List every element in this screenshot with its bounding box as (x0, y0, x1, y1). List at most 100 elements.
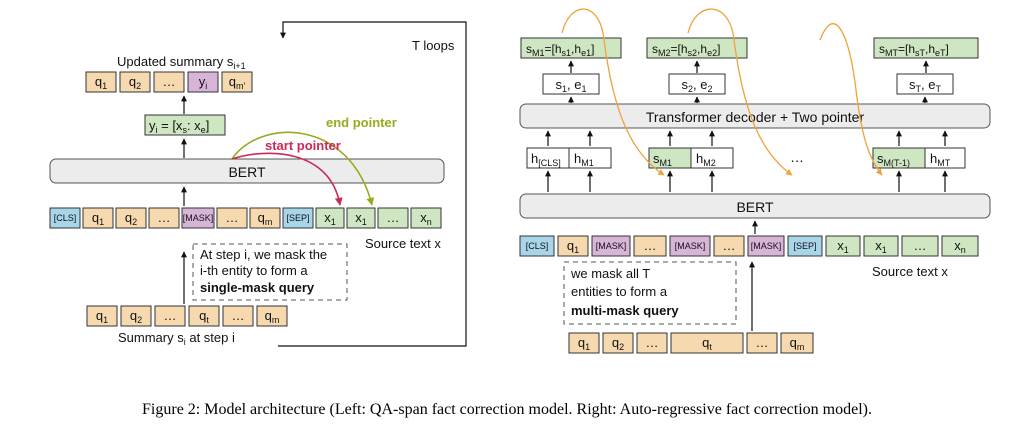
output-label: sM2=[hs2,he2] (652, 42, 720, 58)
token-box (602, 332, 634, 354)
updated-summary-label: Updated summary si+1 (117, 54, 246, 71)
hidden-label-b: hM1 (574, 151, 594, 168)
token-box (120, 305, 152, 327)
hidden-label-a: sM(T-1) (877, 151, 910, 168)
pair-2: sT, eT (896, 73, 954, 103)
token-label: qm (258, 210, 273, 227)
token-box (568, 332, 600, 354)
token-box (519, 235, 555, 257)
left-input-token-2: q2 (115, 207, 147, 229)
token-box (249, 207, 281, 229)
left-input-token-1: q1 (82, 207, 114, 229)
left-input-token-6: qm (249, 207, 281, 229)
right-summary-token-2: … (636, 332, 668, 354)
right-panel: sM1=[hs1,he1]sM2=[hs2,he2]sMT=[hsT,heT] … (519, 8, 991, 354)
output-m2: sM2=[hs2,he2] (646, 37, 748, 73)
hidden-box-b (924, 147, 966, 169)
token-box (119, 71, 151, 93)
updated-token-2: … (153, 71, 185, 93)
pair-label: s1, e1 (556, 77, 587, 94)
token-box (941, 235, 979, 257)
right-input-token-1: q1 (557, 235, 589, 257)
token-label: … (914, 238, 927, 253)
yi-formula: yi = [xs: xe] (149, 118, 209, 135)
token-box (410, 207, 442, 229)
token-box (282, 207, 314, 229)
right-input-token-7: [SEP] (787, 235, 823, 257)
token-box (780, 332, 814, 354)
left-bert-bar (49, 158, 445, 184)
token-box (346, 207, 376, 229)
start-pointer-curve (231, 152, 343, 206)
token-label: … (158, 210, 171, 225)
hidden-label-a: sM1 (653, 151, 672, 168)
hidden-1: sM1 hM2 (648, 130, 734, 192)
token-label: q1 (92, 210, 104, 227)
token-box (187, 71, 219, 93)
end-pointer-label: end pointer (326, 115, 397, 130)
updated-token-3: yi (187, 71, 219, 93)
right-input-token-2: [MASK] (591, 235, 631, 257)
hidden-box-b (568, 147, 612, 169)
token-label: qm' (229, 74, 246, 91)
token-box (901, 235, 939, 257)
right-summary-token-4: … (746, 332, 778, 354)
output-m1: sM1=[hs1,he1] (520, 37, 622, 73)
start-pointer-label: start pointer (265, 138, 341, 153)
right-input-token-9: x1 (863, 235, 899, 257)
token-box (670, 332, 744, 354)
token-label: … (646, 335, 659, 350)
left-bert-label: BERT (228, 164, 266, 180)
left-input-token-7: [SEP] (282, 207, 314, 229)
token-box (115, 207, 147, 229)
single-mask-note-line2: i-th entity to form a (200, 263, 308, 278)
token-box (256, 305, 288, 327)
feedback-curve-3 (819, 23, 883, 176)
pair-box (542, 73, 600, 95)
token-label: qm (265, 308, 280, 325)
output-box (520, 37, 622, 59)
token-label: q2 (129, 74, 141, 91)
token-box (216, 207, 248, 229)
token-label: q1 (578, 335, 590, 352)
hidden-2: sM(T-1) hMT (872, 130, 966, 192)
right-summary-token-3: qt (670, 332, 744, 354)
token-label: … (226, 210, 239, 225)
hidden-label-b: hM2 (696, 151, 716, 168)
token-box (746, 332, 778, 354)
token-box (377, 207, 409, 229)
summary-token-0: q1 (86, 305, 118, 327)
token-box (636, 332, 668, 354)
updated-token-4: qm' (221, 71, 253, 93)
token-label: [CLS] (526, 241, 549, 251)
decoder-label: Transformer decoder + Two pointer (646, 109, 865, 125)
token-box (221, 71, 253, 93)
output-label: sMT=[hsT,heT] (879, 42, 949, 58)
token-label: [CLS] (54, 213, 77, 223)
right-source-text-label: Source text x (872, 264, 948, 279)
feedback-curve-1 (561, 8, 665, 176)
token-label: x1 (355, 210, 367, 227)
single-mask-note-box (192, 243, 348, 301)
right-input-token-6: [MASK] (747, 235, 785, 257)
pair-label: sT, eT (909, 77, 941, 94)
right-summary-token-5: qm (780, 332, 814, 354)
token-box (188, 305, 220, 327)
pair-1: s2, e2 (668, 73, 726, 103)
left-input-token-4: [MASK] (181, 207, 215, 229)
hidden-0: h[CLS]hM1 (526, 130, 612, 192)
token-label: q1 (96, 308, 108, 325)
updated-token-0: q1 (85, 71, 117, 93)
output-mt: sMT=[hsT,heT] (873, 37, 979, 73)
token-box (863, 235, 899, 257)
right-input-token-3: … (633, 235, 667, 257)
hidden-dots: … (790, 149, 804, 165)
right-summary-token-1: q2 (602, 332, 634, 354)
hidden-label-b: hMT (930, 151, 951, 168)
token-box (747, 235, 785, 257)
right-input-token-4: [MASK] (669, 235, 711, 257)
token-box (86, 305, 118, 327)
summary-token-4: … (222, 305, 254, 327)
